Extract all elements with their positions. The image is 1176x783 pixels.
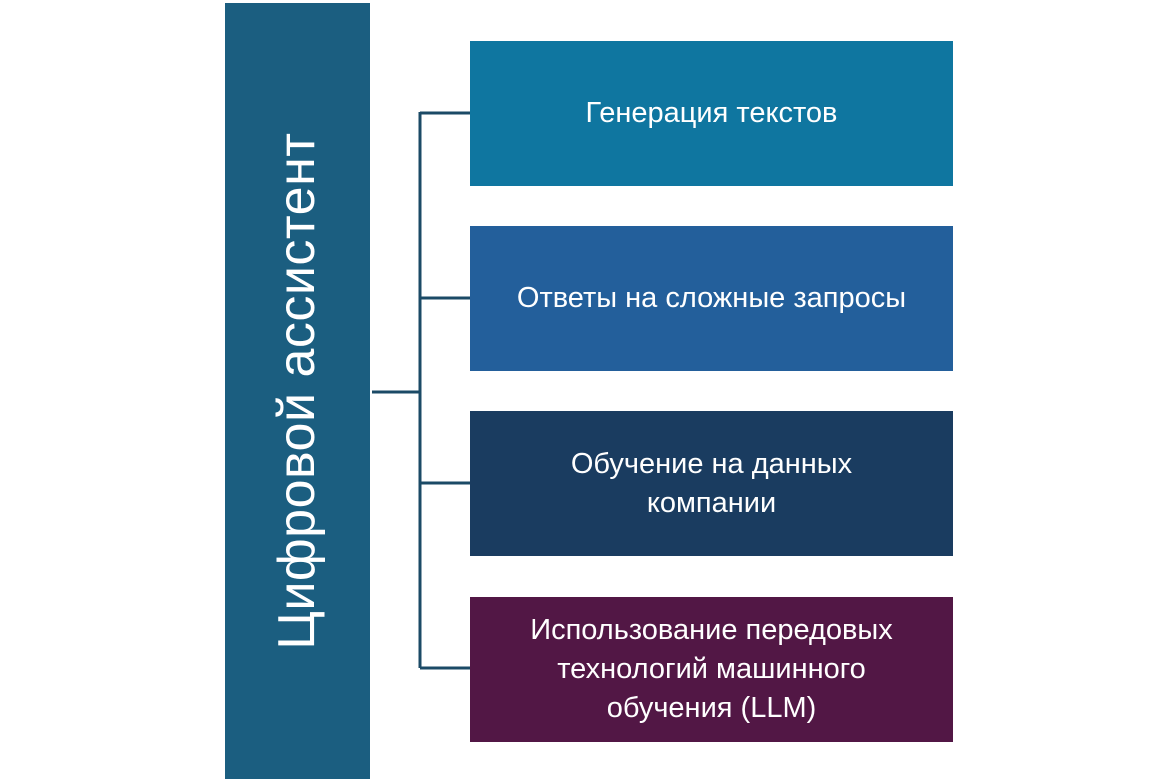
child-node-label: Генерация текстов [585,97,838,129]
child-node-label: Обучение на данных компании [570,447,853,519]
child-node-label: Использование передовых технологий машин… [530,614,893,724]
child-node-complex-queries: Ответы на сложные запросы [470,226,953,371]
child-node-llm-technologies: Использование передовых технологий машин… [470,597,953,742]
child-node-label: Ответы на сложные запросы [516,282,907,314]
child-node-text-generation: Генерация текстов [470,41,953,186]
child-node-company-data-training: Обучение на данных компании [470,411,953,556]
root-node-box [225,3,370,779]
